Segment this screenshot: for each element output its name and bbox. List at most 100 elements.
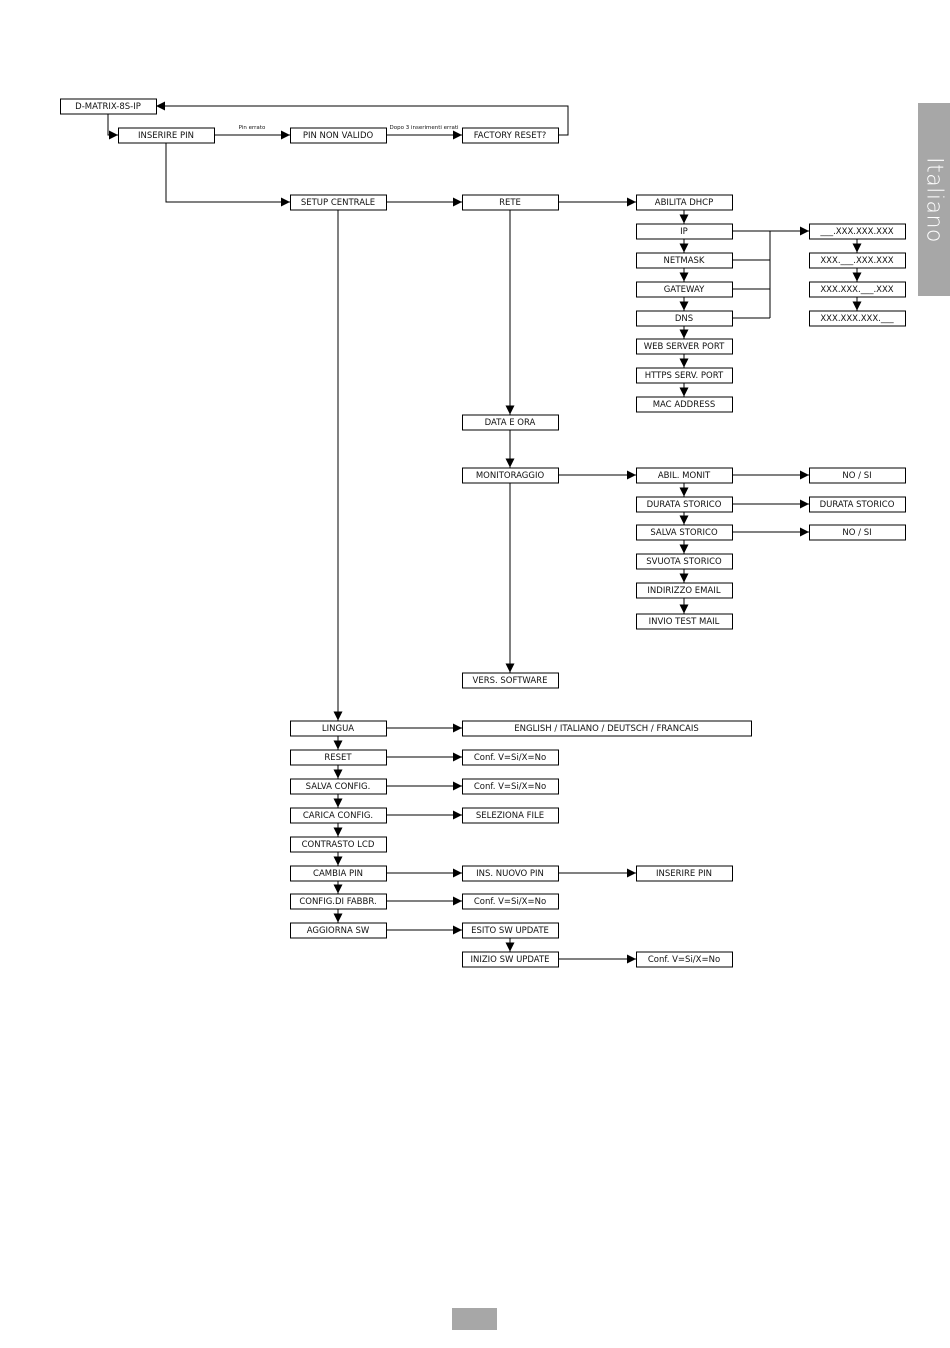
- node-label: DATA E ORA: [485, 418, 536, 428]
- node-label: FACTORY RESET?: [474, 131, 547, 141]
- edge-label-after-three: Dopo 3 inserimenti errati: [389, 125, 459, 131]
- node-label: NO / SI: [842, 471, 871, 481]
- language-side-tab: Italiano: [918, 103, 950, 296]
- node-email: INDIRIZZO EMAIL: [636, 582, 733, 599]
- node-enter-pin: INSERIRE PIN: [118, 127, 215, 144]
- node-label: ESITO SW UPDATE: [471, 926, 549, 936]
- node-enter-pin-2: INSERIRE PIN: [636, 865, 733, 882]
- connector: [156, 101, 569, 136]
- node-save-config: SALVA CONFIG.: [290, 778, 387, 795]
- connector: [165, 142, 290, 207]
- node-datetime: DATA E ORA: [462, 414, 559, 431]
- node-web-port: WEB SERVER PORT: [636, 338, 733, 355]
- node-update-start: INIZIO SW UPDATE: [462, 951, 559, 968]
- page-number-tab: [452, 1308, 497, 1330]
- node-octet2: XXX.___.XXX.XXX: [809, 252, 906, 269]
- node-label: SETUP CENTRALE: [301, 198, 375, 208]
- node-label: IP: [680, 227, 688, 237]
- node-label: SALVA STORICO: [650, 528, 718, 538]
- node-save-no-si: NO / SI: [809, 524, 906, 541]
- node-label: ___.XXX.XXX.XXX: [819, 227, 893, 237]
- node-label: CONFIG.DI FABBR.: [299, 897, 376, 907]
- node-label: ENGLISH / ITALIANO / DEUTSCH / FRANCAIS: [514, 724, 698, 734]
- edge-label-wrong-pin: Pin errato: [239, 125, 266, 131]
- node-label: Conf. V=Si/X=No: [474, 753, 546, 763]
- node-setup: SETUP CENTRALE: [290, 194, 387, 211]
- node-enable-monitor: ABIL. MONIT: [636, 467, 733, 484]
- node-label: VERS. SOFTWARE: [473, 676, 548, 686]
- node-label: RETE: [499, 198, 521, 208]
- language-tab-label: Italiano: [921, 156, 947, 243]
- node-mac: MAC ADDRESS: [636, 396, 733, 413]
- node-label: DURATA STORICO: [647, 500, 722, 510]
- node-label: HTTPS SERV. PORT: [645, 371, 724, 381]
- node-network: RETE: [462, 194, 559, 211]
- node-label: DNS: [675, 314, 693, 324]
- node-select-file: SELEZIONA FILE: [462, 807, 559, 824]
- node-label: CARICA CONFIG.: [303, 811, 373, 821]
- node-label: D-MATRIX-8S-IP: [75, 102, 141, 112]
- node-lcd-contrast: CONTRASTO LCD: [290, 836, 387, 853]
- node-dns: DNS: [636, 310, 733, 327]
- node-label: MONITORAGGIO: [476, 471, 545, 481]
- node-label: INDIRIZZO EMAIL: [647, 586, 720, 596]
- node-label: NO / SI: [842, 528, 871, 538]
- node-sw-version: VERS. SOFTWARE: [462, 672, 559, 689]
- node-label: RESET: [324, 753, 352, 763]
- node-label: CAMBIA PIN: [313, 869, 363, 879]
- node-change-pin: CAMBIA PIN: [290, 865, 387, 882]
- node-factory-config: CONFIG.DI FABBR.: [290, 893, 387, 910]
- node-empty-history: SVUOTA STORICO: [636, 553, 733, 570]
- node-pin-invalid: PIN NON VALIDO: [290, 127, 387, 144]
- node-label: INIZIO SW UPDATE: [470, 955, 549, 965]
- node-label: Conf. V=Si/X=No: [474, 897, 546, 907]
- node-save-confirm: Conf. V=Si/X=No: [462, 778, 559, 795]
- node-dhcp: ABILITA DHCP: [636, 194, 733, 211]
- node-load-config: CARICA CONFIG.: [290, 807, 387, 824]
- node-https-port: HTTPS SERV. PORT: [636, 367, 733, 384]
- node-languages: ENGLISH / ITALIANO / DEUTSCH / FRANCAIS: [462, 720, 752, 737]
- node-label: XXX.XXX.XXX.___: [820, 314, 894, 324]
- node-label: DURATA STORICO: [820, 500, 895, 510]
- node-label: Conf. V=Si/X=No: [648, 955, 720, 965]
- node-device: D-MATRIX-8S-IP: [60, 98, 157, 115]
- node-update-confirm: Conf. V=Si/X=No: [636, 951, 733, 968]
- node-monitoring: MONITORAGGIO: [462, 467, 559, 484]
- node-new-pin: INS. NUOVO PIN: [462, 865, 559, 882]
- node-label: ABILITA DHCP: [655, 198, 713, 208]
- node-gateway: GATEWAY: [636, 281, 733, 298]
- node-label: NETMASK: [663, 256, 704, 266]
- node-label: MAC ADDRESS: [653, 400, 716, 410]
- node-factory-confirm: Conf. V=Si/X=No: [462, 893, 559, 910]
- node-label: Conf. V=Si/X=No: [474, 782, 546, 792]
- node-reset-confirm: Conf. V=Si/X=No: [462, 749, 559, 766]
- node-label: XXX.XXX.___.XXX: [820, 285, 893, 295]
- node-label: SALVA CONFIG.: [306, 782, 371, 792]
- node-label: INSERIRE PIN: [656, 869, 712, 879]
- node-label: AGGIORNA SW: [307, 926, 370, 936]
- node-label: XXX.___.XXX.XXX: [820, 256, 893, 266]
- connector: [107, 113, 118, 140]
- node-reset: RESET: [290, 749, 387, 766]
- node-factory-reset: FACTORY RESET?: [462, 127, 559, 144]
- node-netmask: NETMASK: [636, 252, 733, 269]
- node-update-result: ESITO SW UPDATE: [462, 922, 559, 939]
- node-label: INVIO TEST MAIL: [649, 617, 720, 627]
- node-label: PIN NON VALIDO: [303, 131, 374, 141]
- node-label: ABIL. MONIT: [658, 471, 711, 481]
- node-label: SELEZIONA FILE: [476, 811, 544, 821]
- node-label: INS. NUOVO PIN: [476, 869, 544, 879]
- node-ip: IP: [636, 223, 733, 240]
- node-label: LINGUA: [322, 724, 354, 734]
- node-label: SVUOTA STORICO: [646, 557, 722, 567]
- node-history-duration: DURATA STORICO: [636, 496, 733, 513]
- node-update-sw: AGGIORNA SW: [290, 922, 387, 939]
- node-test-mail: INVIO TEST MAIL: [636, 613, 733, 630]
- node-label: WEB SERVER PORT: [644, 342, 725, 352]
- node-octet4: XXX.XXX.XXX.___: [809, 310, 906, 327]
- node-monitor-no-si: NO / SI: [809, 467, 906, 484]
- node-save-history: SALVA STORICO: [636, 524, 733, 541]
- node-octet3: XXX.XXX.___.XXX: [809, 281, 906, 298]
- node-octet1: ___.XXX.XXX.XXX: [809, 223, 906, 240]
